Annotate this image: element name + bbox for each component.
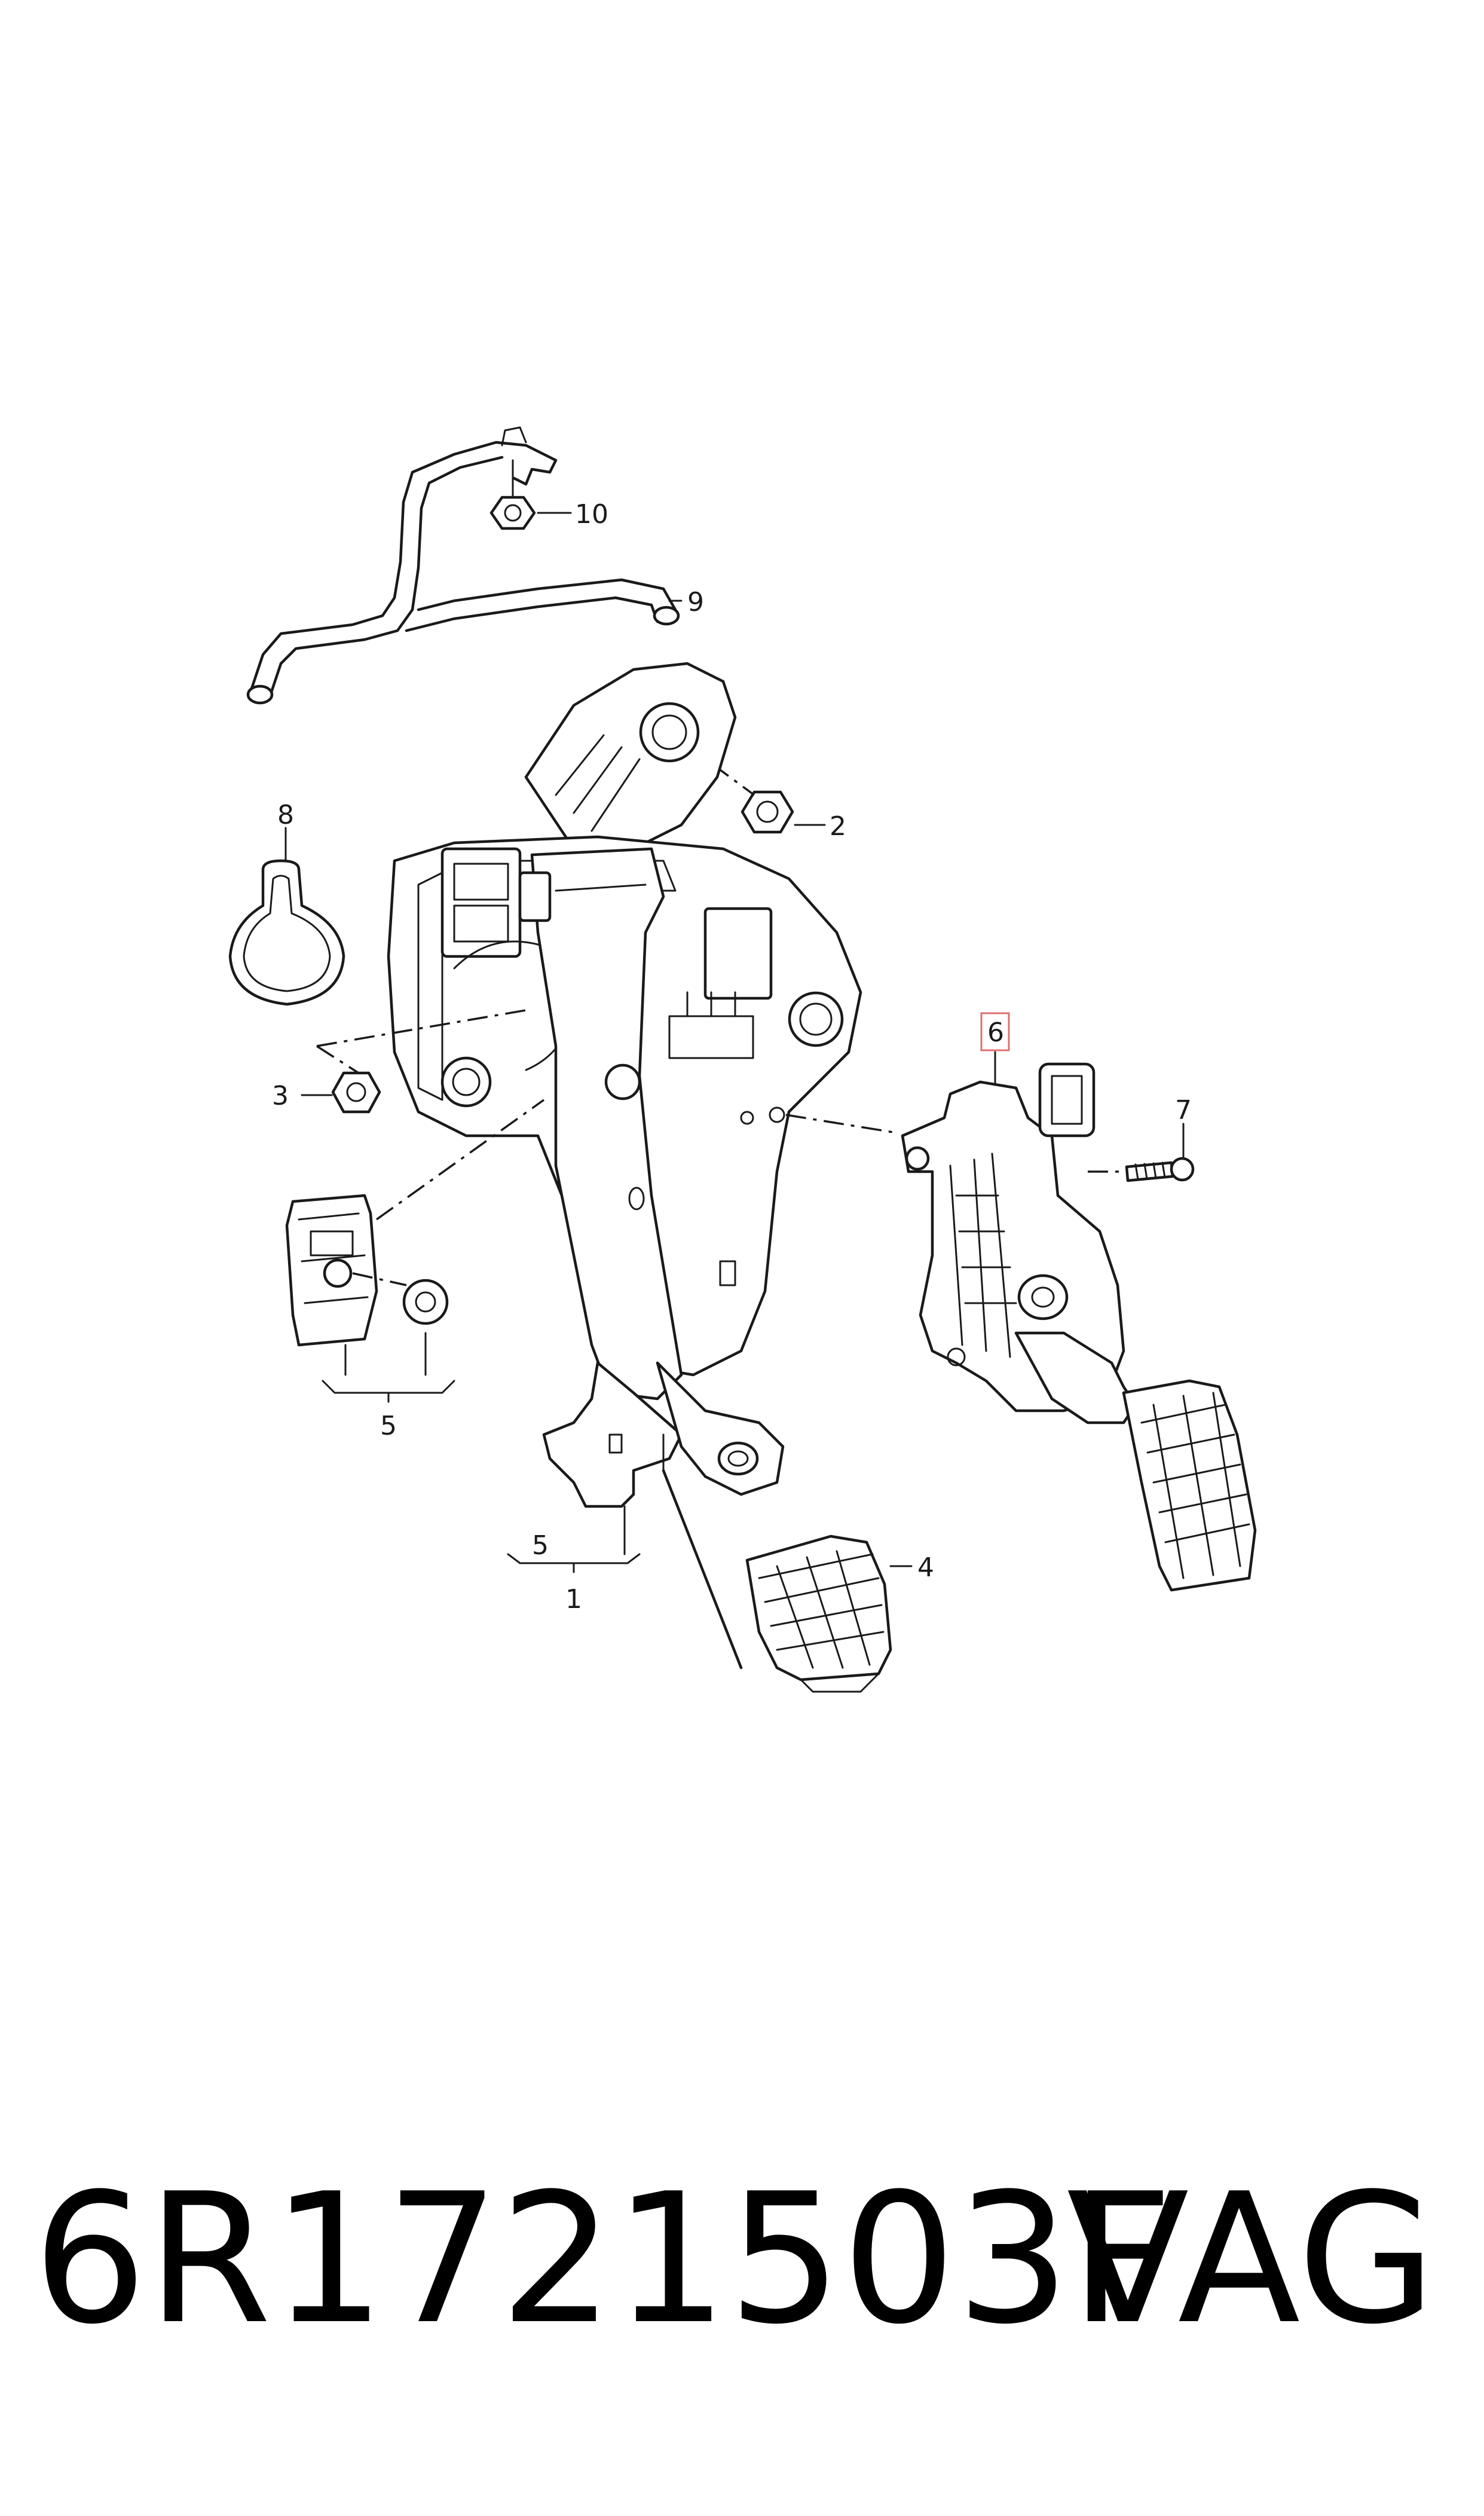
callout-5-left: 5 xyxy=(380,1411,397,1441)
part-4-pedal-pad xyxy=(662,1469,913,1693)
part-6-accelerator-pedal xyxy=(785,1051,1257,1592)
callout-10: 10 xyxy=(575,499,608,530)
part-1-callout-bracket xyxy=(507,1505,641,1573)
callout-7: 7 xyxy=(1175,1095,1192,1126)
part-1-pedal-bracket xyxy=(387,662,862,1508)
callout-8: 8 xyxy=(277,800,294,830)
part-number: 6R1721503F xyxy=(33,2155,1173,2364)
part-9-bracket-rod xyxy=(246,426,680,705)
callout-4: 4 xyxy=(917,1552,934,1583)
part-10-nut xyxy=(489,459,536,530)
callout-5-bottom: 5 xyxy=(532,1530,549,1561)
callout-6: 6 xyxy=(987,1017,1004,1048)
callout-1: 1 xyxy=(565,1584,582,1615)
callout-3: 3 xyxy=(272,1081,289,1111)
callout-2: 2 xyxy=(830,811,846,842)
part-5-clip xyxy=(285,1099,545,1403)
callout-9: 9 xyxy=(687,587,704,617)
brand-label: VAG xyxy=(1066,2155,1436,2364)
callout-6-highlight-box xyxy=(980,1012,1010,1051)
part-8-grommet xyxy=(228,827,345,1006)
part-7-screw xyxy=(1088,1123,1195,1182)
part-3-nut xyxy=(316,1009,527,1114)
